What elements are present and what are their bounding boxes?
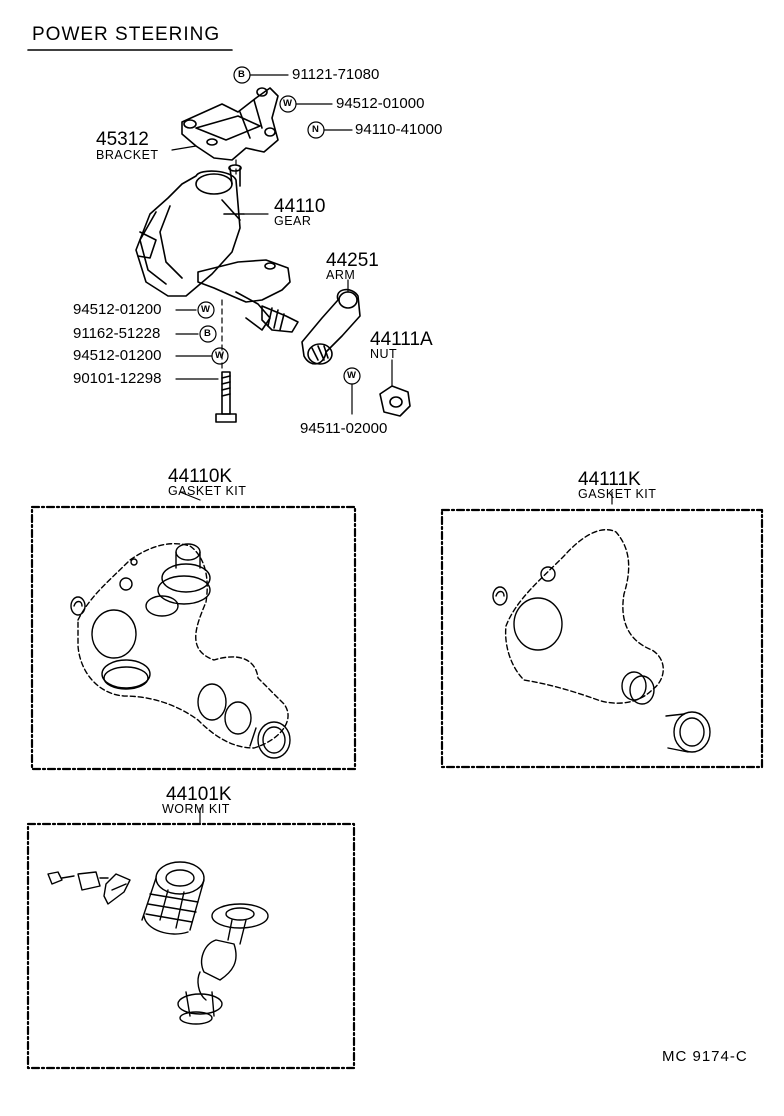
bolt-drawing — [215, 371, 237, 423]
arm-number: 44251 — [326, 250, 379, 271]
worm-kit-name: WORM KIT — [162, 802, 230, 816]
worm-kit-drawing — [47, 861, 269, 1025]
worm-kit-number: 44101K — [166, 784, 232, 805]
callout-94511-02000: 94511-02000 — [300, 420, 388, 437]
callout-90101-12298: 90101-12298 — [73, 370, 162, 387]
diagram-code: MC 9174-C — [662, 1048, 748, 1065]
kit-boxes — [26, 505, 764, 1070]
callout-94512-01000: 94512-01000 — [336, 95, 425, 112]
marker-b: B — [238, 69, 245, 80]
marker-b: B — [204, 328, 211, 339]
bracket-name: BRACKET — [96, 148, 159, 162]
gear-name: GEAR — [274, 214, 312, 228]
marker-n: N — [312, 124, 319, 135]
callout-94512-01200-lower: 94512-01200 — [73, 347, 162, 364]
marker-w: W — [215, 350, 224, 361]
gasket-kit-1-name: GASKET KIT — [168, 484, 247, 498]
gear-drawing — [135, 164, 299, 333]
arm-drawing — [301, 288, 361, 365]
marker-circles — [197, 66, 361, 385]
gasket-kit-2-number: 44111K — [578, 469, 641, 490]
centre-lines — [221, 159, 237, 371]
callout-94110-41000: 94110-41000 — [355, 121, 443, 138]
gasket-kit-1-number: 44110K — [168, 466, 233, 487]
marker-w: W — [201, 304, 210, 315]
nut-drawing — [379, 385, 411, 417]
callout-94512-01200-upper: 94512-01200 — [73, 301, 162, 318]
bracket-drawing — [181, 87, 279, 161]
nut-number: 44111A — [370, 329, 433, 350]
leader-lines — [171, 74, 613, 825]
gear-number: 44110 — [274, 196, 326, 217]
gasket-kit-2-name: GASKET KIT — [578, 487, 657, 501]
marker-w: W — [283, 98, 292, 109]
marker-w: W — [347, 370, 356, 381]
bracket-number: 45312 — [96, 129, 149, 150]
nut-name: NUT — [370, 347, 398, 361]
callout-91162-51228: 91162-51228 — [73, 325, 161, 342]
arm-name: ARM — [326, 268, 356, 282]
callout-91121-71080: 91121-71080 — [292, 66, 380, 83]
gasket-kit-2-drawing — [492, 529, 711, 753]
page-title: POWER STEERING — [32, 24, 221, 45]
gasket-kit-1-drawing — [70, 543, 291, 759]
